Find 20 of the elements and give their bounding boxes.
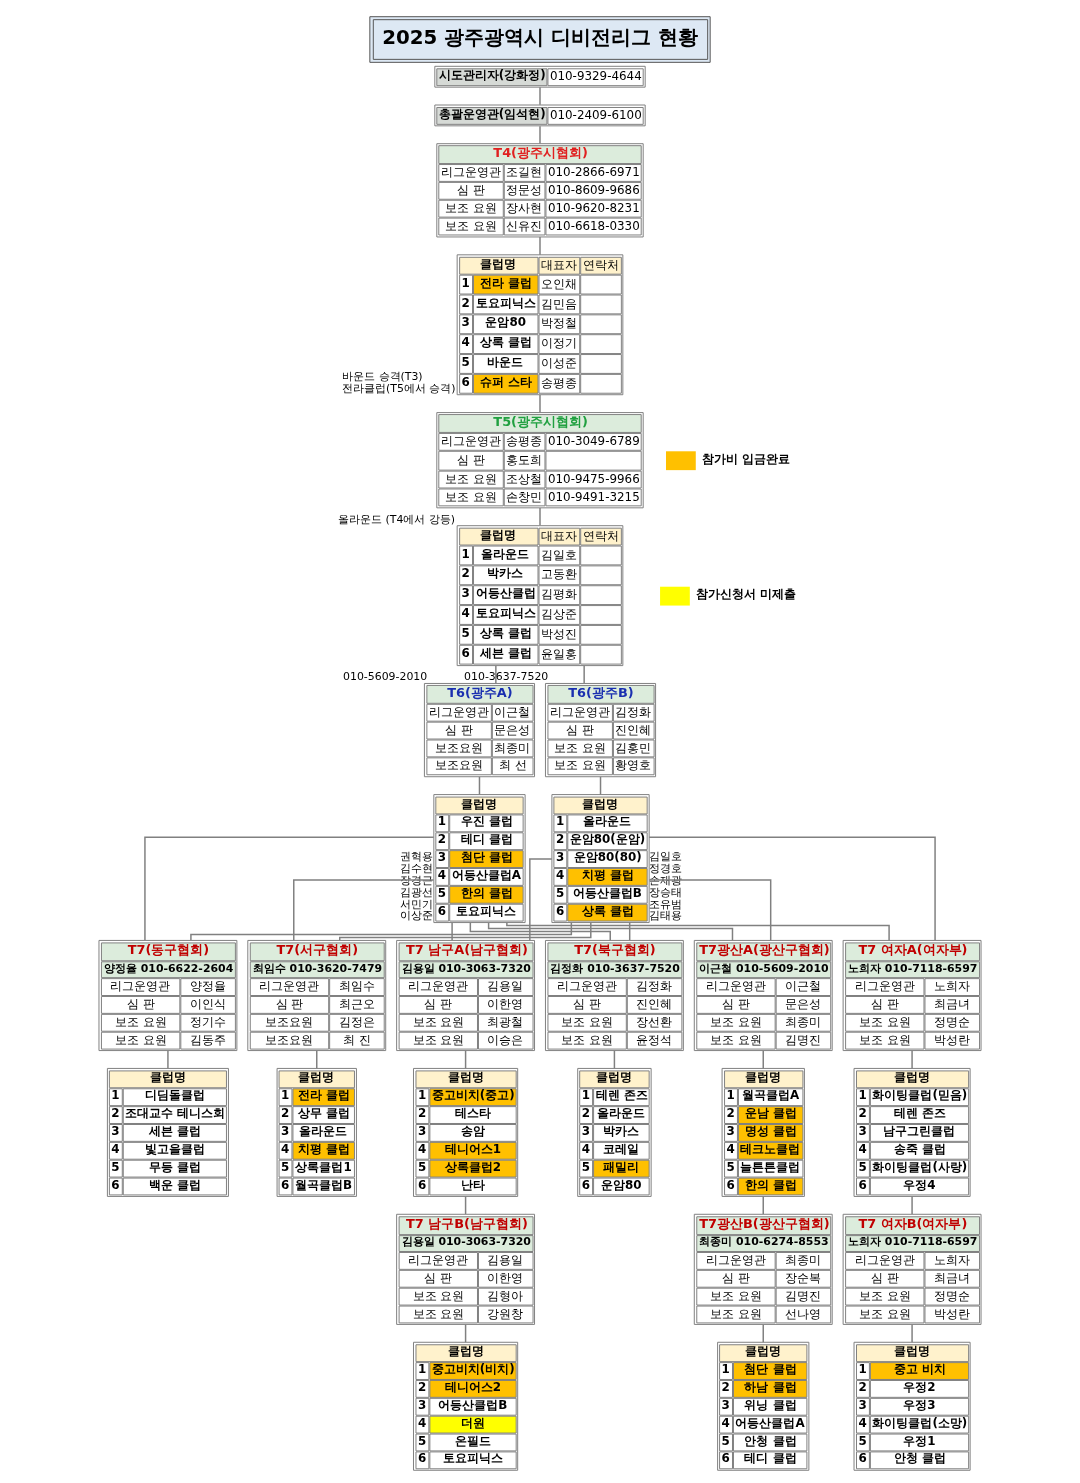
node-label: 010-5609-2010 (343, 670, 428, 684)
diagram-title: 2025 광주광역시 디비전리그 현황 (382, 25, 699, 49)
node-label: 손재광 (649, 873, 683, 887)
node-label: 김태용 (649, 909, 683, 923)
node-label: 010-3637-7520 (464, 670, 549, 684)
node-label: 권혁용 (400, 849, 434, 863)
node-label: 서민기 (400, 897, 434, 911)
node-label: 장승태 (649, 885, 683, 899)
node-label: 바운드 승격(T3) (342, 369, 423, 383)
node-label: 조유범 (649, 897, 683, 911)
node-label: 김일호 (649, 849, 683, 863)
legend-label: 참가비 입금완료 (701, 451, 790, 466)
node-label: 김광선 (400, 885, 434, 899)
node-label: 김수현 (400, 861, 434, 875)
node-label: 장경근 (400, 873, 434, 887)
node-label: 이상준 (400, 909, 434, 923)
node-label: 정경호 (649, 861, 683, 875)
node-label: 전라클럽(T5에서 승격) (342, 381, 456, 395)
legend-label: 참가신청서 미제출 (695, 587, 796, 602)
node-label: 올라운드 (T4에서 강등) (338, 512, 456, 526)
